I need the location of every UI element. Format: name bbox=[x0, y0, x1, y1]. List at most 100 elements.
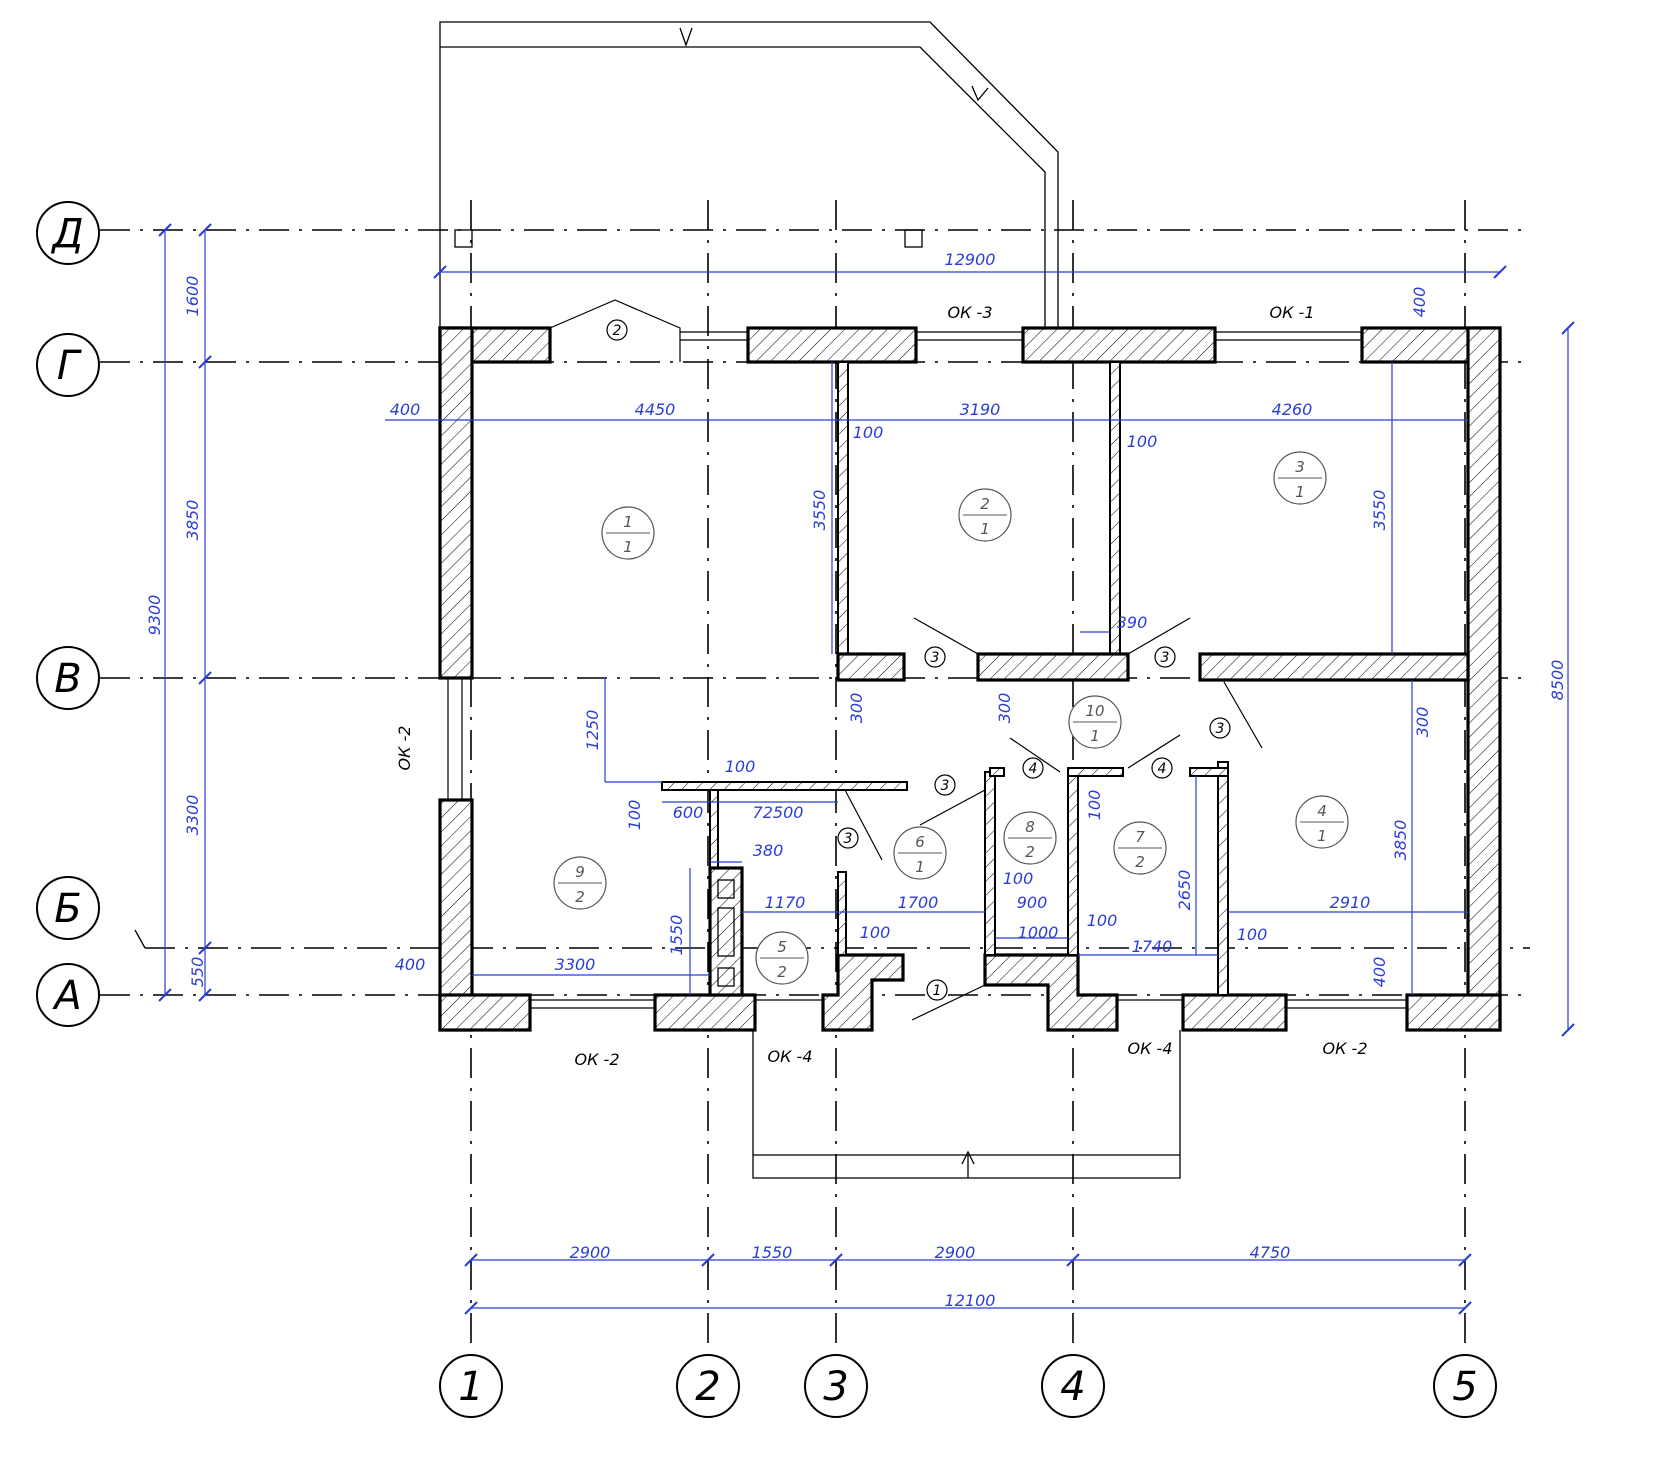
column-post-right bbox=[904, 229, 923, 248]
door-mark-circle-3c bbox=[1209, 717, 1231, 739]
axis-label-a: А bbox=[51, 973, 81, 1019]
room-number: 4 bbox=[1317, 802, 1327, 820]
exterior-walls bbox=[438, 326, 1502, 1032]
room-number: 2 bbox=[980, 495, 990, 513]
dim-3190: 3190 bbox=[960, 400, 1001, 419]
room-type: 2 bbox=[1025, 843, 1035, 861]
top-porch-inner bbox=[440, 46, 1046, 332]
window-label-ok2-bottom-left: ОК -2 bbox=[575, 1050, 620, 1069]
axis-label-3: 3 bbox=[823, 1364, 848, 1410]
door-mark-4b: 4 bbox=[1158, 761, 1167, 777]
wall-int-room4-left bbox=[1217, 761, 1229, 996]
dimension-labels: 12900 2900 1550 2900 4750 12100 9300 160… bbox=[145, 250, 1567, 1310]
axis-label-v: В bbox=[54, 656, 81, 702]
room-marker-2: 2 1 bbox=[958, 488, 1012, 542]
window-label-ok4-right: ОК -4 bbox=[1128, 1039, 1173, 1058]
room-type: 1 bbox=[1295, 483, 1305, 501]
axis-label-g: Г bbox=[57, 343, 82, 389]
axis-label-d: Д bbox=[50, 211, 83, 257]
dim-bottom-tick-3 bbox=[829, 1253, 843, 1267]
room-type: 1 bbox=[915, 858, 925, 876]
room-markers: 1 1 2 1 3 1 4 1 5 2 bbox=[553, 451, 1349, 985]
dim-400-bottom-right: 400 bbox=[1370, 957, 1389, 988]
stove-flue-3 bbox=[717, 967, 735, 987]
dim-bottom-tick-1 bbox=[464, 1253, 478, 1267]
dim-left-seg-2: 3850 bbox=[183, 500, 202, 541]
room-type: 1 bbox=[1317, 827, 1327, 845]
dim-bottom-total-tick-r bbox=[1458, 1301, 1472, 1315]
window-label-ok1: ОК -1 bbox=[1270, 303, 1315, 322]
wall-left-lower bbox=[438, 798, 474, 1032]
axis-bubble-1 bbox=[439, 1354, 503, 1418]
column-axis-bubbles: 1 2 3 4 5 bbox=[439, 1354, 1497, 1418]
dim-left-tick-b bbox=[158, 988, 172, 1002]
dim-300-b: 300 bbox=[995, 693, 1014, 724]
dim-300-a: 300 bbox=[847, 693, 866, 724]
door-mark-circle-1 bbox=[926, 979, 948, 1001]
dim-left-seg-tick-2 bbox=[198, 355, 212, 369]
row-axis-bubbles: Д Г В Б А bbox=[36, 201, 100, 1027]
wall-int-bath-top bbox=[661, 781, 908, 791]
stove bbox=[708, 866, 744, 997]
dim-100-a: 100 bbox=[853, 423, 884, 442]
axis-bubble-v bbox=[36, 646, 100, 710]
door-mark-3c: 3 bbox=[1216, 721, 1225, 737]
window-label-ok3: ОК -3 bbox=[948, 303, 993, 322]
door-swing-3 bbox=[1127, 617, 1191, 655]
axis-bubble-4 bbox=[1041, 1354, 1105, 1418]
wall-int-room8-top bbox=[989, 767, 1005, 777]
dim-100-h: 100 bbox=[1085, 790, 1104, 821]
wall-int-col-8-left bbox=[984, 771, 996, 956]
door-mark-3e: 3 bbox=[844, 831, 853, 847]
dim-left-seg-4: 550 bbox=[188, 957, 207, 988]
dimension-lines bbox=[158, 223, 1575, 1315]
door-mark-circle-4a bbox=[1022, 757, 1044, 779]
door-mark-circle-4b bbox=[1151, 757, 1173, 779]
wall-top-mid1 bbox=[746, 326, 918, 364]
dim-1740: 1740 bbox=[1132, 937, 1173, 956]
dim-bottom-tick-2 bbox=[701, 1253, 715, 1267]
door-swing-entry bbox=[911, 984, 986, 1021]
door-swing-6 bbox=[844, 789, 883, 861]
room-marker-9: 9 2 bbox=[553, 856, 607, 910]
wall-top-mid2 bbox=[1021, 326, 1217, 364]
dim-bottom-seg-4: 4750 bbox=[1250, 1243, 1291, 1262]
wall-int-v1 bbox=[836, 652, 906, 682]
dim-bottom-seg-1: 2900 bbox=[570, 1243, 611, 1262]
room-type: 2 bbox=[575, 888, 585, 906]
dim-top-tick-r bbox=[1493, 265, 1507, 279]
room-number: 9 bbox=[575, 863, 585, 881]
room-type: 1 bbox=[980, 520, 990, 538]
window-label-ok2-bottom-right: ОК -2 bbox=[1323, 1039, 1368, 1058]
door-mark-3a: 3 bbox=[931, 650, 940, 666]
dim-bottom-seg-3: 2900 bbox=[935, 1243, 976, 1262]
room-type: 2 bbox=[1135, 853, 1145, 871]
bottom-porch-arrow bbox=[961, 1150, 975, 1165]
room-marker-3: 3 1 bbox=[1273, 451, 1327, 505]
axis-label-b: Б bbox=[54, 886, 81, 932]
top-porch-arrow bbox=[679, 27, 693, 47]
door-marks: 2 3 3 3 3 3 4 4 1 bbox=[606, 319, 1231, 1001]
window-labels: ОК -3 ОК -1 ОК -2 ОК -2 ОК -4 ОК -4 ОК -… bbox=[395, 303, 1368, 1069]
room-marker-5: 5 2 bbox=[755, 931, 809, 985]
axis-label-2: 2 bbox=[695, 1364, 720, 1410]
axis-bubble-d bbox=[36, 201, 100, 265]
dim-1170: 1170 bbox=[765, 893, 806, 912]
axis-bubble-a bbox=[36, 963, 100, 1027]
dim-300-c: 300 bbox=[1413, 707, 1432, 738]
dim-right-tick-b bbox=[1561, 1023, 1575, 1037]
wall-int-col4 bbox=[1109, 361, 1121, 657]
wall-int-room7-top bbox=[1067, 767, 1124, 777]
stove-flue-1 bbox=[717, 879, 735, 899]
top-porch-outline bbox=[439, 21, 1059, 332]
dim-390: 390 bbox=[1117, 613, 1148, 632]
dim-100-c: 100 bbox=[725, 757, 756, 776]
room-number: 3 bbox=[1295, 458, 1305, 476]
dim-400-top: 400 bbox=[390, 400, 421, 419]
door-swing-2 bbox=[913, 617, 979, 655]
dim-left-seg-3: 3300 bbox=[183, 795, 202, 836]
dim-bottom-total: 12100 bbox=[945, 1291, 996, 1310]
dim-2650: 2650 bbox=[1175, 870, 1194, 911]
top-porch-arrow-2 bbox=[971, 85, 989, 102]
